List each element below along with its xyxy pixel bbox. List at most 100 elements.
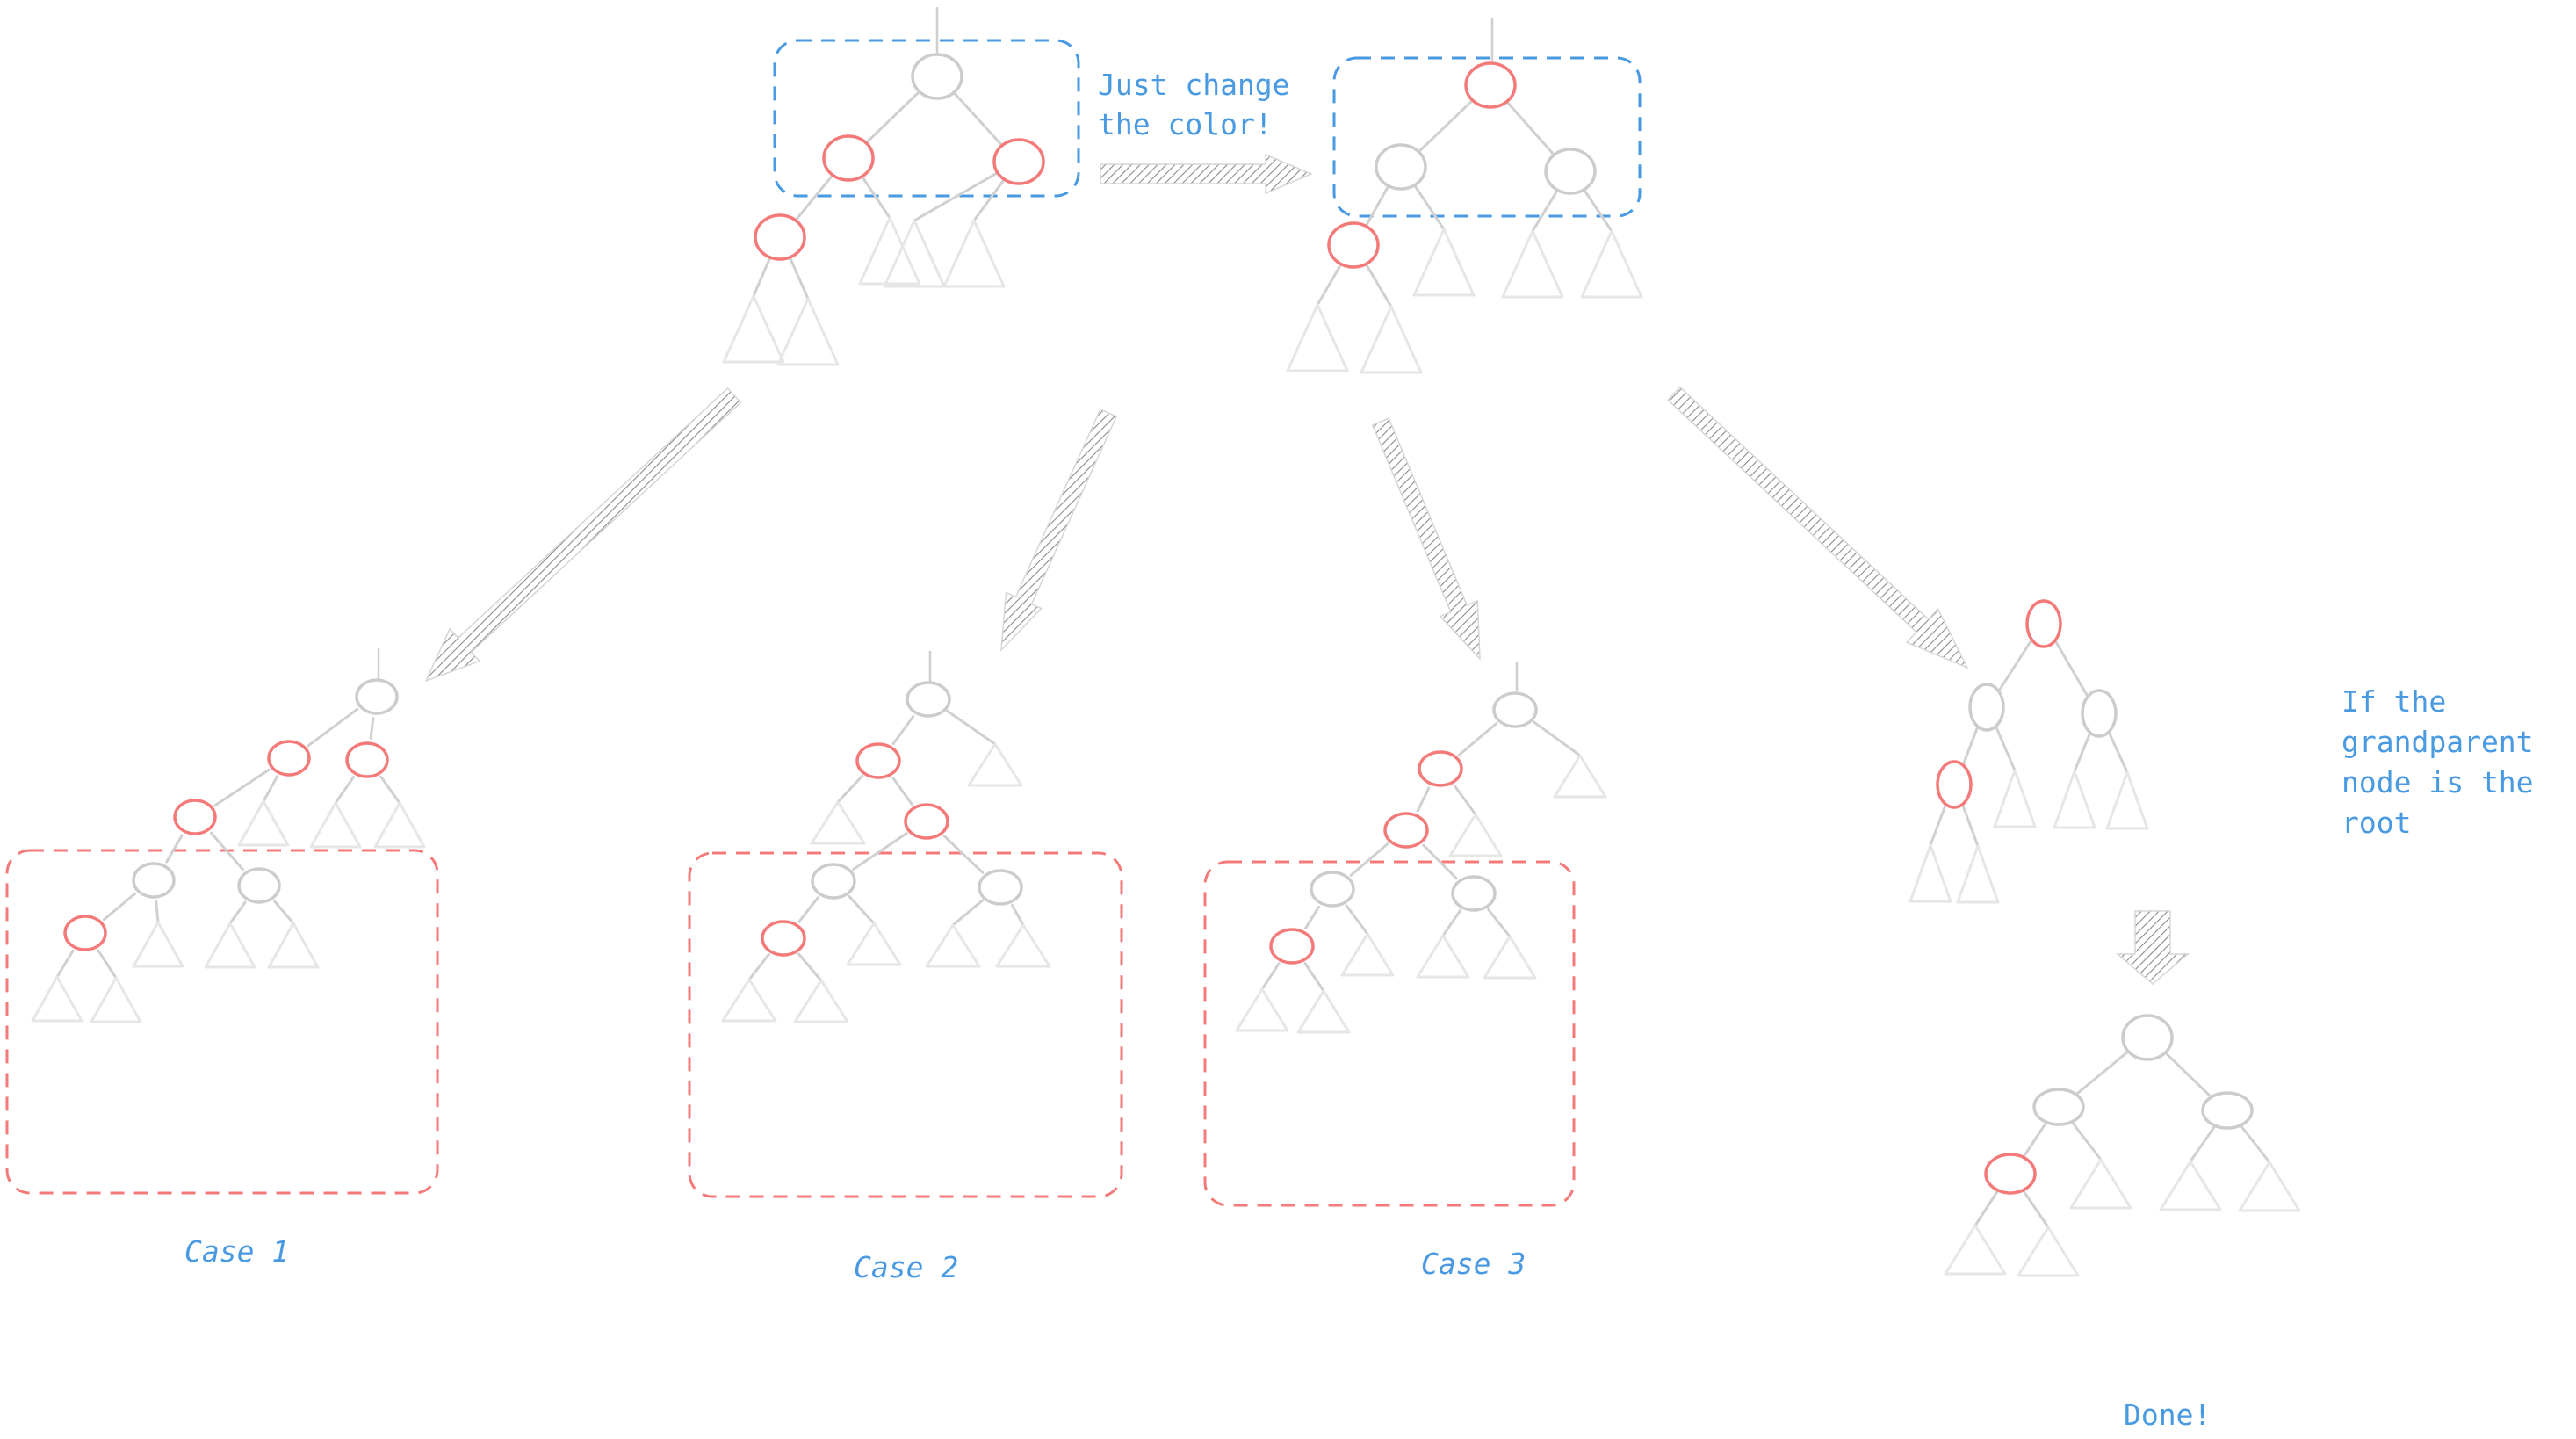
tree-edge: [1973, 1190, 1999, 1227]
red-node: [754, 213, 806, 261]
red-frame-case-1: [5, 849, 439, 1195]
black-node: [2081, 689, 2118, 738]
tree-grandparent-root: [1909, 599, 2149, 904]
red-node: [1936, 760, 1973, 809]
subtree-triangle: [2159, 1160, 2222, 1211]
tree-edge: [836, 774, 864, 804]
arrow-to-case-2: [1000, 408, 1118, 653]
tree-edge: [1260, 962, 1281, 991]
annotation-line: grandparent: [2341, 725, 2534, 759]
red-frame-case-3: [1203, 860, 1576, 1207]
tree-edge: [891, 714, 915, 746]
blue-frame-recolored-region: [1332, 56, 1642, 218]
tree-edge: [97, 949, 118, 980]
red-node: [1327, 221, 1380, 269]
tree-edge: [1364, 261, 1393, 308]
subtree-triangle: [776, 297, 840, 366]
tree-recolored: [1286, 18, 1643, 374]
arrow-to-case-1: [424, 387, 742, 683]
annotation-line: node is the: [2341, 765, 2534, 799]
red-node: [822, 134, 875, 182]
tree-edge: [747, 952, 770, 981]
tree-edge: [1417, 98, 1475, 154]
annotation-grandparent-root: If the grandparent node is the root: [2341, 684, 2534, 840]
black-node: [811, 863, 856, 900]
tree-start: [722, 7, 1045, 366]
subtree-triangle: [1580, 229, 1643, 299]
blue-frame-recolor-region: [773, 39, 1080, 198]
subtree-triangle: [846, 922, 902, 966]
red-node: [992, 138, 1045, 185]
tree-case-1: [31, 648, 426, 1023]
tree-edge: [272, 900, 295, 925]
tree-edge: [1316, 262, 1344, 307]
tree-edge: [379, 775, 401, 805]
subtree-triangle: [204, 922, 256, 969]
tree-edge: [2240, 1125, 2271, 1164]
tree-edge: [946, 709, 997, 746]
tree-edge: [942, 835, 985, 874]
tree-edge: [848, 894, 876, 925]
black-node: [1310, 871, 1355, 908]
tree-edge: [55, 949, 75, 979]
black-node: [1375, 143, 1427, 191]
black-node: [1544, 148, 1597, 195]
subtree-triangle: [2105, 770, 2149, 830]
black-node: [237, 867, 281, 904]
tree-edge: [1304, 905, 1320, 930]
subtree-triangle: [722, 294, 785, 364]
tree-edge: [951, 899, 985, 927]
subtree-triangle: [942, 219, 1006, 288]
tree-edge: [797, 952, 823, 982]
subtree-triangle: [1360, 305, 1423, 374]
red-node: [1464, 61, 1517, 109]
tree-edge: [1531, 187, 1560, 233]
tree-edge: [864, 90, 921, 145]
tree-edge: [1998, 640, 2032, 691]
annotation-line: root: [2341, 806, 2411, 840]
tree-edge: [972, 177, 1007, 222]
tree-edge: [213, 768, 271, 807]
subtree-triangle: [1416, 934, 1470, 979]
subtree-triangle: [90, 976, 142, 1023]
tree-edge: [165, 834, 184, 864]
red-node: [1984, 1153, 2037, 1195]
tree-edge: [1995, 725, 2017, 772]
tree-edge: [2022, 1190, 2050, 1229]
annotation-just-change-color: Just change the color!: [1098, 68, 1290, 141]
tree-edge: [860, 174, 891, 220]
tree-edge: [1961, 726, 1980, 766]
tree-edge: [1416, 786, 1431, 813]
subtree-triangle: [883, 219, 946, 288]
tree-edge: [102, 892, 137, 922]
subtree-triangle: [925, 923, 981, 968]
tree-edge: [1010, 904, 1025, 927]
tree-edge: [952, 90, 1004, 148]
subtree-triangle: [1448, 813, 1503, 857]
tree-case-3: [1235, 662, 1607, 1034]
red-node: [267, 740, 311, 777]
caption-done: Done!: [2124, 1398, 2211, 1432]
tree-edge: [2023, 1123, 2046, 1158]
tree-edge: [852, 831, 908, 871]
tree-edge: [2163, 1051, 2212, 1097]
tree-edge: [1349, 842, 1389, 877]
black-node: [2121, 1014, 2174, 1061]
black-node: [911, 53, 963, 100]
subtree-triangle: [721, 978, 777, 1023]
subtree-triangle: [2017, 1226, 2080, 1277]
red-node: [1269, 928, 1315, 965]
arrow-to-root-case: [1667, 386, 1969, 669]
subtree-triangle: [1993, 769, 2037, 828]
tree-edge: [2071, 1122, 2103, 1161]
tree-edge: [1532, 720, 1582, 757]
tree-edge: [752, 255, 772, 298]
subtree-triangle: [1944, 1224, 2007, 1276]
caption-case-1: Case 1: [184, 1234, 289, 1269]
arrow-to-done: [2115, 910, 2190, 985]
subtree-triangle: [858, 216, 921, 286]
subtree-triangle: [309, 801, 362, 849]
tree-edge: [1303, 962, 1325, 993]
black-node: [1492, 691, 1538, 728]
